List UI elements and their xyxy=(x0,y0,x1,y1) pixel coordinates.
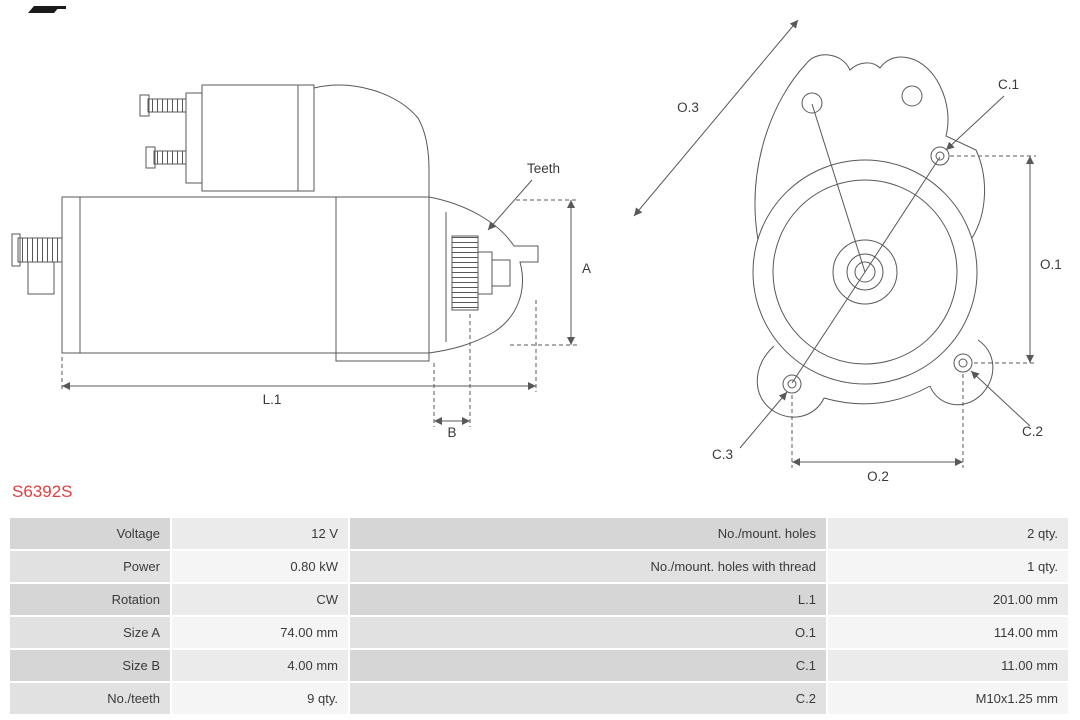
dim-label-o3: O.3 xyxy=(677,100,699,115)
part-number: S6392S xyxy=(12,482,73,501)
spec-value: 9 qty. xyxy=(172,683,348,714)
spec-value: 4.00 mm xyxy=(172,650,348,681)
dim-label-o2: O.2 xyxy=(867,469,889,484)
side-view-drawing xyxy=(11,84,539,362)
dim-label-a: A xyxy=(582,261,591,276)
dim-label-teeth: Teeth xyxy=(527,161,560,176)
spec-label: Power xyxy=(10,551,170,582)
spec-value: CW xyxy=(172,584,348,615)
spec-value: 201.00 mm xyxy=(828,584,1068,615)
dim-label-b: B xyxy=(447,425,456,440)
dim-label-c3: C.3 xyxy=(712,447,733,462)
spec-label: No./mount. holes with thread xyxy=(350,551,826,582)
front-view-drawing xyxy=(752,54,994,418)
spec-label: C.2 xyxy=(350,683,826,714)
spec-label: Size B xyxy=(10,650,170,681)
spec-value: 1 qty. xyxy=(828,551,1068,582)
spec-table: Voltage 12 V No./mount. holes 2 qty. Pow… xyxy=(10,518,1068,714)
spec-value: 11.00 mm xyxy=(828,650,1068,681)
dim-label-o1: O.1 xyxy=(1040,257,1062,272)
spec-label: Voltage xyxy=(10,518,170,549)
dim-label-c2: C.2 xyxy=(1022,424,1043,439)
spec-value: 2 qty. xyxy=(828,518,1068,549)
spec-value: 114.00 mm xyxy=(828,617,1068,648)
spec-value: 74.00 mm xyxy=(172,617,348,648)
spec-value: M10x1.25 mm xyxy=(828,683,1068,714)
spec-label: Rotation xyxy=(10,584,170,615)
spec-value: 12 V xyxy=(172,518,348,549)
dim-label-l1: L.1 xyxy=(263,392,282,407)
spec-label: O.1 xyxy=(350,617,826,648)
spec-label: Size A xyxy=(10,617,170,648)
logo-mark xyxy=(28,6,66,13)
spec-label: C.1 xyxy=(350,650,826,681)
spec-label: L.1 xyxy=(350,584,826,615)
spec-label: No./teeth xyxy=(10,683,170,714)
spec-label: No./mount. holes xyxy=(350,518,826,549)
dim-label-c1: C.1 xyxy=(998,77,1019,92)
front-view-dimensions: O.3 C.1 O.1 O.2 C.3 C.2 xyxy=(633,19,1062,484)
technical-drawing: Teeth A L.1 B xyxy=(11,6,1062,484)
spec-value: 0.80 kW xyxy=(172,551,348,582)
side-view-dimensions: Teeth A L.1 B xyxy=(61,161,591,440)
